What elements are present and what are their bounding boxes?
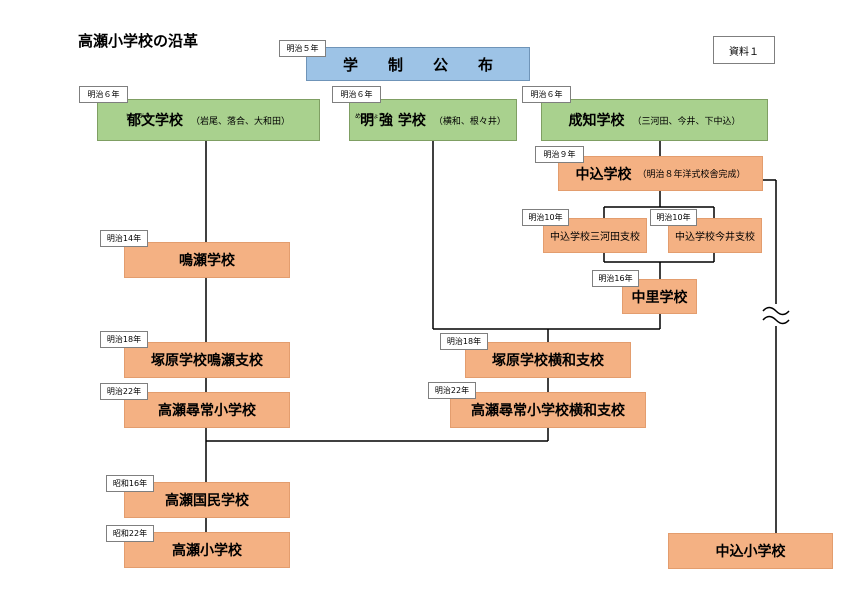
node-meikyo: 明 強 学校 （横和、根々井） — [349, 99, 517, 141]
break-mark-lower — [762, 315, 790, 325]
node-takase-kokumin-label: 高瀬国民学校 — [165, 493, 249, 509]
node-seichi-detail: （三河田、今井、下中込） — [632, 116, 741, 127]
node-takase-jinjo: 高瀬尋常小学校 — [124, 392, 290, 428]
node-gakusei: 学 制 公 布 — [306, 47, 530, 81]
node-tsukahara-yokowa: 塚原学校横和支校 — [465, 342, 631, 378]
node-naruse-label: 鳴瀬学校 — [179, 253, 235, 269]
node-takase-sho-label: 高瀬小学校 — [172, 543, 242, 559]
era-mikawada: 明治10年 — [522, 209, 569, 226]
node-ikubun-detail: （岩尾、落合、大和田） — [190, 116, 290, 127]
era-takase-jinjo-yokowa: 明治22年 — [428, 382, 476, 399]
node-seichi-label: 成知学校 — [568, 113, 625, 129]
node-nakagomi-label: 中込学校 — [575, 166, 632, 183]
node-tsukahara-naruse: 塚原学校鳴瀬支校 — [124, 342, 290, 378]
node-nakagomi-sho: 中込小学校 — [668, 533, 833, 569]
era-takase-jinjo: 明治22年 — [100, 383, 148, 400]
era-takase-sho: 昭和22年 — [106, 525, 154, 542]
node-ikubun-label: 郁文学校 — [126, 113, 183, 129]
era-gakusei: 明治５年 — [279, 40, 326, 57]
ruby-ikubun: いくぶん — [126, 113, 151, 120]
node-seichi: 成知学校 （三河田、今井、下中込） — [541, 99, 768, 141]
era-tsukahara-naruse: 明治18年 — [100, 331, 148, 348]
break-mark-upper — [762, 306, 790, 316]
node-nakazato-label: 中里学校 — [631, 289, 688, 306]
node-nakagomi: 中込学校 （明治８年洋式校舎完成） — [558, 156, 763, 191]
era-imai: 明治10年 — [650, 209, 697, 226]
era-nakagomi: 明治９年 — [535, 146, 584, 163]
era-ikubun: 明治６年 — [79, 86, 128, 103]
ruby-meikyo: めいきょう — [355, 113, 386, 120]
era-takase-kokumin: 昭和16年 — [106, 475, 154, 492]
node-tsukahara-yokowa-label: 塚原学校横和支校 — [492, 353, 604, 369]
ruby-seichi: せいち — [570, 113, 589, 120]
reference-label: 資料１ — [713, 36, 775, 64]
era-seichi: 明治６年 — [522, 86, 571, 103]
era-naruse: 明治14年 — [100, 230, 148, 247]
node-gakusei-label: 学 制 公 布 — [342, 55, 493, 74]
page-title: 高瀬小学校の沿革 — [78, 32, 199, 50]
era-tsukahara-yokowa: 明治18年 — [440, 333, 488, 350]
era-nakazato: 明治16年 — [592, 270, 639, 287]
node-imai: 中込学校今井支校 — [668, 218, 762, 253]
node-tsukahara-naruse-label: 塚原学校鳴瀬支校 — [151, 353, 263, 369]
node-ikubun: 郁文学校 （岩尾、落合、大和田） — [97, 99, 320, 141]
node-mikawada-label: 中込学校三河田支校 — [550, 232, 640, 243]
node-meikyo-detail: （横和、根々井） — [433, 116, 506, 127]
node-naruse: 鳴瀬学校 — [124, 242, 290, 278]
node-meikyo-label: 明 強 学校 — [360, 113, 426, 129]
node-nakazato: 中里学校 — [622, 279, 697, 314]
node-takase-jinjo-label: 高瀬尋常小学校 — [158, 403, 256, 419]
node-takase-jinjo-yokowa: 高瀬尋常小学校横和支校 — [450, 392, 646, 428]
era-meikyo: 明治６年 — [332, 86, 381, 103]
node-nakagomi-detail: （明治８年洋式校舎完成） — [637, 170, 746, 180]
node-takase-jinjo-yokowa-label: 高瀬尋常小学校横和支校 — [471, 403, 625, 419]
node-imai-label: 中込学校今井支校 — [675, 232, 755, 243]
node-nakagomi-sho-label: 中込小学校 — [715, 544, 786, 560]
